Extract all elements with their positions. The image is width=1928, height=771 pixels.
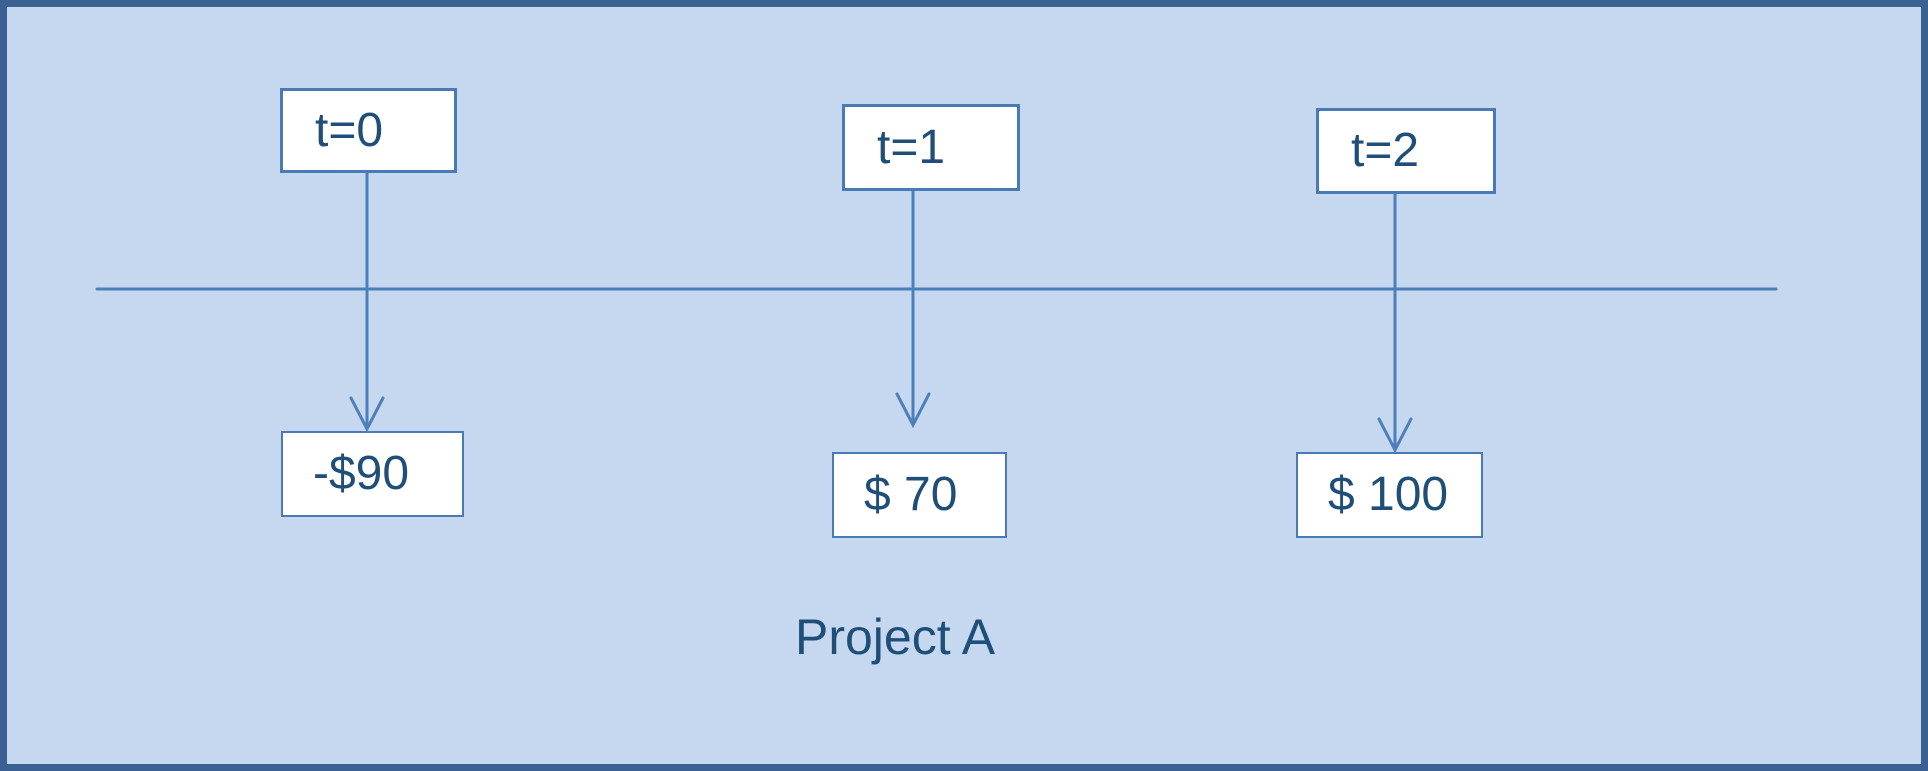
time-label-box-t2: t=2	[1316, 108, 1496, 194]
arrow-t2	[1377, 192, 1413, 454]
cash-flow-t0: -$90	[313, 447, 410, 500]
cash-flow-box-t0: -$90	[281, 431, 464, 517]
time-label-box-t1: t=1	[842, 104, 1020, 191]
cash-flow-t1: $ 70	[864, 468, 958, 521]
arrow-t1	[895, 189, 931, 429]
cash-flow-box-t2: $ 100	[1296, 452, 1483, 538]
project-title: Project A	[795, 609, 996, 665]
time-label-box-t0: t=0	[280, 88, 457, 173]
time-label-t2: t=2	[1351, 124, 1420, 177]
time-label-t0: t=0	[315, 103, 384, 157]
cash-flow-box-t1: $ 70	[832, 452, 1007, 538]
arrow-t0	[349, 171, 385, 433]
cash-flow-t2: $ 100	[1328, 468, 1449, 521]
time-label-t1: t=1	[877, 120, 946, 174]
